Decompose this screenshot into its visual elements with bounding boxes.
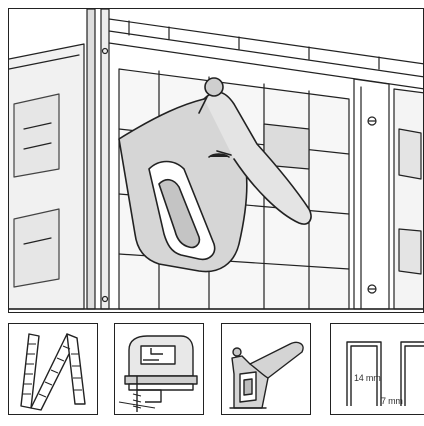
staple-length-label: 14 mm: [354, 373, 381, 383]
staple-gun-on-cabinet-wall-icon: [8, 8, 424, 313]
staple-gun-tile: [221, 323, 311, 415]
jigsaw-icon: [115, 324, 204, 415]
folding-ruler-icon: [9, 324, 98, 415]
folding-ruler-tile: [8, 323, 98, 415]
staples-icon: [331, 324, 424, 415]
required-tools-row: 14 mm 7 mm: [8, 323, 424, 418]
staple-gun-icon: [222, 324, 311, 415]
staple-width-label: 7 mm: [381, 396, 403, 406]
jigsaw-tile: [114, 323, 204, 415]
staples-tile: 14 mm 7 mm: [330, 323, 424, 415]
installation-scene-drawing: [9, 9, 424, 313]
